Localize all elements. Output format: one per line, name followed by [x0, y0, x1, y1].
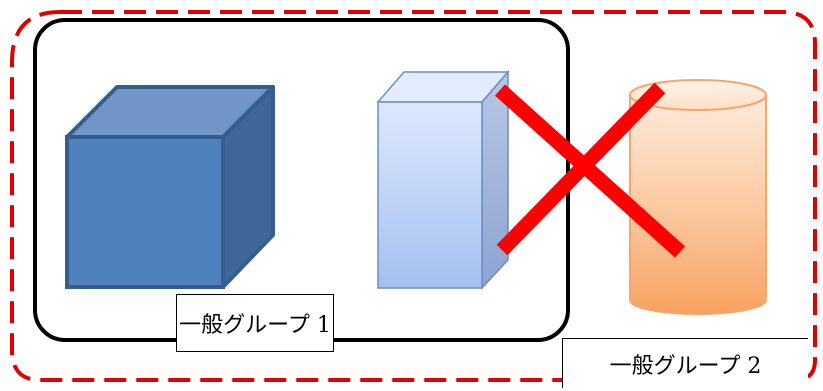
group-2-boundary [10, 10, 817, 382]
database-cylinder-icon [629, 79, 767, 315]
cube-icon [65, 85, 275, 289]
server-box-icon [376, 69, 510, 290]
group-1-label: 一般グループ 1 [176, 294, 334, 352]
cross-mark-icon [494, 82, 686, 258]
group-2-label: 一般グループ 2 [562, 338, 808, 388]
